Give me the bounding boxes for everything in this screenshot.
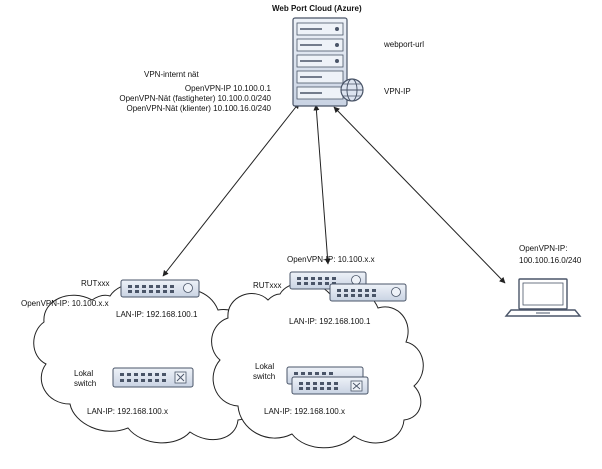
client-openvpn-ip: 100.100.16.0/240 [519,256,582,265]
right-router-name: RUTxxx [253,281,282,290]
right-switch-name-line2: switch [253,372,276,381]
left-router-name: RUTxxx [81,279,110,288]
link-cloud-laptop [333,106,506,284]
cloud-title: Web Port Cloud (Azure) [272,4,362,13]
switch-icon [112,367,194,388]
link-cloud-right-router [313,104,331,265]
laptop-icon [504,278,582,317]
webport-url-label: webport-url [384,40,425,49]
right-router-openvpn-ip: OpenVPN-IP: 10.100.x.x [287,255,375,264]
globe-icon [340,78,364,102]
switch-icon [291,376,369,395]
left-router-lan-ip: LAN-IP: 192.168.100.1 [116,310,198,319]
left-router-openvpn-ip: OpenVPN-IP: 10.100.x.x [21,299,109,308]
router-icon [120,279,200,298]
server-rack-icon [292,17,348,107]
client-openvpn-label: OpenVPN-IP: [519,244,568,253]
vpn-internal-heading: VPN-internt nät [144,70,199,79]
openvpn-net-properties: OpenVPN-Nät (fastigheter) 10.100.0.0/240 [119,94,271,103]
vpn-ip-label: VPN-IP [384,87,411,96]
left-switch-name-line2: switch [74,379,97,388]
left-switch-lan-ip: LAN-IP: 192.168.100.x [87,407,168,416]
right-router-lan-ip: LAN-IP: 192.168.100.1 [289,317,371,326]
right-switch-lan-ip: LAN-IP: 192.168.100.x [264,407,345,416]
right-switch-name-line1: Lokal [255,362,275,371]
openvpn-server-ip: OpenVPN-IP 10.100.0.1 [184,84,271,93]
openvpn-net-clients: OpenVPN-Nät (klienter) 10.100.16.0/240 [126,104,271,113]
left-switch-name-line1: Lokal [74,369,94,378]
right-site-cloud [211,282,424,449]
router-icon [329,283,407,302]
link-cloud-left-router [162,102,300,277]
